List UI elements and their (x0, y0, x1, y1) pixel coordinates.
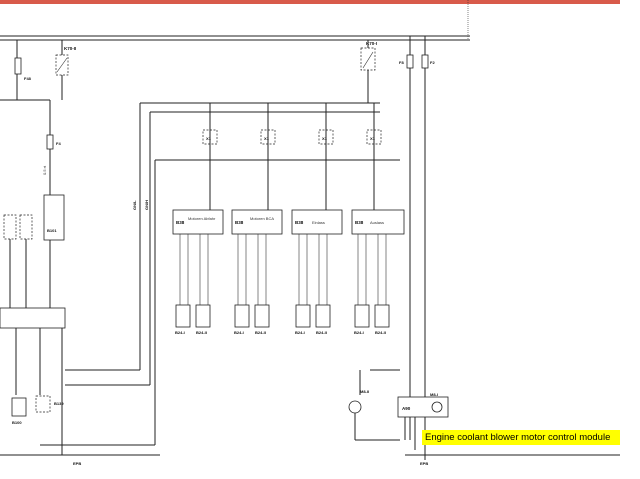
b24-2-label-c: B24-II (316, 330, 327, 335)
b24-1-label-a: B24-I (175, 330, 185, 335)
connector-x1-group: X1 X1 X1 X1 (202, 103, 382, 210)
sensor-3-id: B38 (295, 220, 304, 225)
sensor-4-id: B38 (355, 220, 364, 225)
window-top-bar (0, 0, 640, 4)
b24-1-label-d: B24-I (354, 330, 364, 335)
b101-label: B101 (47, 228, 57, 233)
ground-epb-left-label: EPB (73, 461, 81, 466)
connector-x1-2-label: X1 (264, 136, 270, 141)
b100-label: B100 (12, 420, 22, 425)
fan-m8-2-label: M8-II (360, 389, 369, 394)
relay-k70-2-label: K70-II (64, 46, 76, 51)
b24-sensors: B24-I B24-II B24-I B24-II B24-I B24-II B… (175, 304, 390, 335)
page-margin (620, 0, 640, 479)
b139-label: B139 (54, 401, 64, 406)
connector-x1-3-label: X1 (322, 136, 328, 141)
wire-gnh-label: GN/H (144, 200, 149, 210)
fuse-f2-label: F2 (430, 60, 435, 65)
sensor-module-3: B38 Einlass (291, 209, 343, 235)
module-a90-label: A90 (402, 406, 411, 411)
sensor-1-id: B38 (176, 220, 185, 225)
sensor-1-title: Motoren Abfahr (188, 216, 216, 221)
b24-2-label-d: B24-II (375, 330, 386, 335)
connector-x1-1-label: X1 (206, 136, 212, 141)
sensor-wires (179, 234, 387, 305)
component-tooltip: Engine coolant blower motor control modu… (422, 430, 620, 445)
sensor-2-title: Motoren BCA (250, 216, 274, 221)
sensor-module-4: B38 Auslass (351, 209, 405, 235)
b24-1-label-b: B24-I (234, 330, 244, 335)
fuse-f8-label: F8 (399, 60, 404, 65)
b24-1-label-c: B24-I (295, 330, 305, 335)
sensor-module-1: B38 Motoren Abfahr (172, 209, 224, 235)
fan-m8-1-label: M8-I (430, 392, 438, 397)
sensor-2-id: B38 (235, 220, 244, 225)
relay-k70-1-label: K70-I (366, 41, 377, 46)
wire-gnl-label: GN/L (132, 200, 137, 210)
connector-x1-4-label: X1 (370, 136, 376, 141)
b24-2-label-b: B24-II (255, 330, 266, 335)
sensor-3-title: Einlass (312, 220, 325, 225)
sensor-4-title: Auslass (370, 220, 384, 225)
fuse-f48-label: F48 (24, 76, 32, 81)
ground-epb-right-label: EPB (420, 461, 428, 466)
fuse-f4-label: F4 (56, 141, 61, 146)
sensor-module-2: B38 Motoren BCA (231, 209, 283, 235)
b24-2-label-a: B24-II (196, 330, 207, 335)
svg-text:0.5 rt: 0.5 rt (42, 165, 47, 175)
